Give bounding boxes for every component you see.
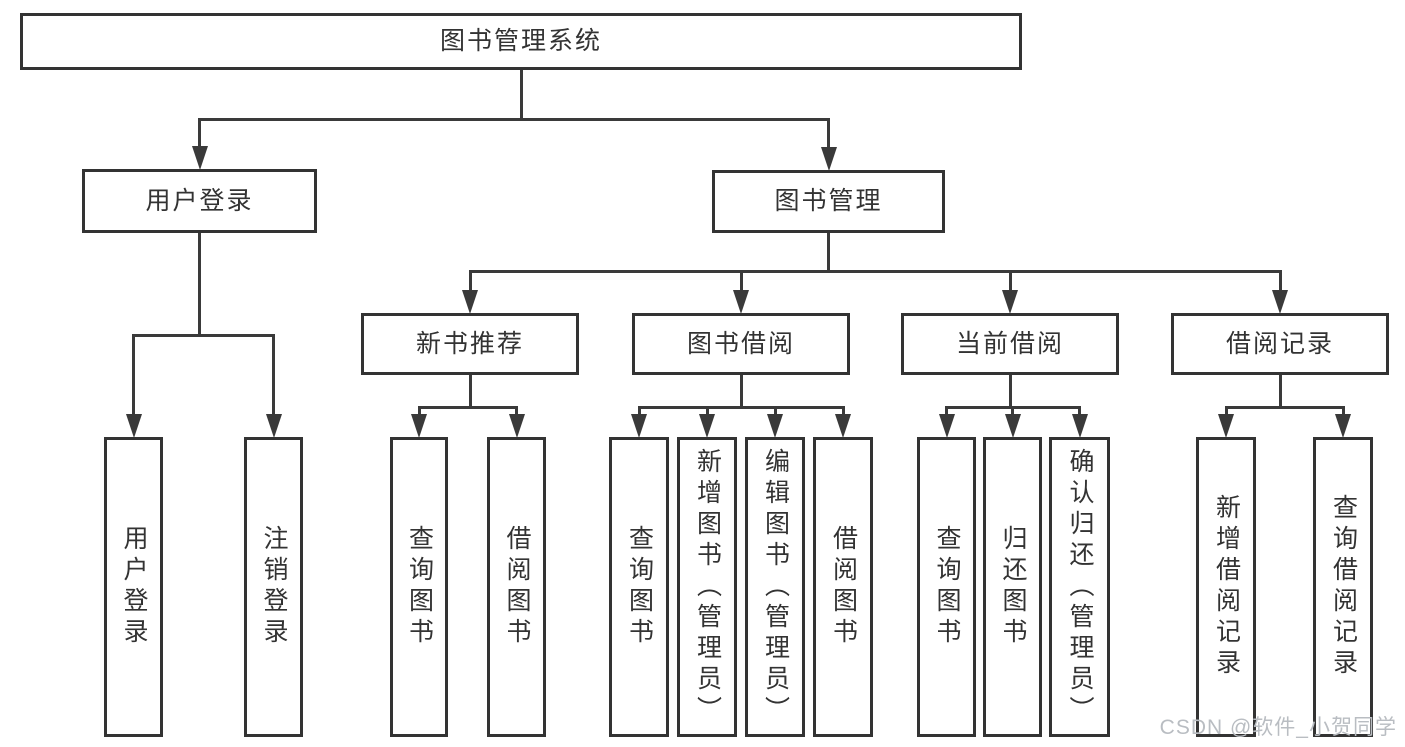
arrowhead-icon xyxy=(1004,414,1021,438)
connector-line xyxy=(519,69,523,121)
connector-line xyxy=(417,407,421,415)
arrowhead-icon xyxy=(820,147,837,171)
connector-line xyxy=(132,335,135,415)
node-current: 当前借阅 xyxy=(901,313,1119,375)
node-label: 用户登录 xyxy=(120,525,148,649)
connector-line xyxy=(773,407,777,415)
node-label: 图书管理系统 xyxy=(439,27,602,55)
node-bor-edit: 编辑图书（管理员） xyxy=(745,437,805,737)
connector-line xyxy=(637,407,641,415)
connector-line xyxy=(468,271,472,291)
arrowhead-icon xyxy=(699,414,715,438)
node-new-query: 查询图书 xyxy=(390,437,448,737)
arrowhead-icon xyxy=(1335,414,1351,438)
node-bor-add: 新增图书（管理员） xyxy=(677,437,737,737)
node-login-logout: 注销登录 xyxy=(244,437,303,737)
node-label: 归还图书 xyxy=(999,525,1027,649)
node-new-borrow: 借阅图书 xyxy=(487,437,546,737)
connector-line xyxy=(827,232,830,273)
node-label: 编辑图书（管理员） xyxy=(761,447,790,727)
node-label: 查询借阅记录 xyxy=(1329,494,1358,680)
connector-line xyxy=(1224,407,1228,415)
node-label: 新增图书（管理员） xyxy=(693,447,722,727)
connector-line xyxy=(1224,405,1345,409)
connector-line xyxy=(1278,374,1282,409)
node-bor-query: 查询图书 xyxy=(609,437,669,737)
node-label: 借阅图书 xyxy=(829,525,858,649)
node-label: 查询图书 xyxy=(405,525,434,649)
connector-line xyxy=(417,405,518,409)
arrowhead-icon xyxy=(508,414,525,438)
node-borrow: 图书借阅 xyxy=(632,313,850,375)
node-sys: 图书管理系统 xyxy=(20,13,1022,70)
connector-line xyxy=(198,119,201,147)
node-label: 借阅图书 xyxy=(503,525,531,649)
node-cur-return: 归还图书 xyxy=(983,437,1042,737)
arrowhead-icon xyxy=(767,414,783,438)
node-label: 查询图书 xyxy=(625,525,654,649)
connector-line xyxy=(841,407,845,415)
connector-line xyxy=(1278,271,1282,291)
connector-line xyxy=(739,271,743,291)
connector-line xyxy=(739,374,743,409)
connector-line xyxy=(1078,407,1081,415)
connector-line xyxy=(1008,374,1012,409)
watermark-text: CSDN @软件_小贺同学 xyxy=(1159,716,1397,739)
connector-line xyxy=(515,407,518,415)
node-rec-query: 查询借阅记录 xyxy=(1313,437,1373,737)
arrowhead-icon xyxy=(462,290,478,314)
node-label: 新增借阅记录 xyxy=(1212,494,1241,680)
arrowhead-icon xyxy=(191,146,208,170)
node-label: 当前借阅 xyxy=(955,329,1064,358)
node-cur-confirm: 确认归还（管理员） xyxy=(1049,437,1110,737)
node-label: 借阅记录 xyxy=(1225,329,1334,358)
node-bookmgmt: 图书管理 xyxy=(712,170,945,233)
arrowhead-icon xyxy=(1272,290,1288,314)
node-label: 用户登录 xyxy=(145,186,254,215)
arrowhead-icon xyxy=(938,414,955,438)
connector-line xyxy=(945,407,948,415)
node-label: 查询图书 xyxy=(933,525,961,649)
arrowhead-icon xyxy=(265,414,282,438)
node-rec-add: 新增借阅记录 xyxy=(1196,437,1256,737)
node-label: 图书借阅 xyxy=(686,329,795,358)
connector-line xyxy=(1341,407,1345,415)
connector-line xyxy=(1008,271,1012,291)
connector-line xyxy=(272,335,275,415)
arrowhead-icon xyxy=(733,290,749,314)
node-login-user: 用户登录 xyxy=(104,437,163,737)
node-label: 确认归还（管理员） xyxy=(1066,447,1094,727)
arrowhead-icon xyxy=(1002,290,1018,314)
connector-line xyxy=(468,269,1282,273)
connector-line xyxy=(827,119,830,148)
connector-line xyxy=(637,405,845,409)
connector-line xyxy=(198,232,201,337)
node-cur-query: 查询图书 xyxy=(917,437,976,737)
arrowhead-icon xyxy=(835,414,851,438)
node-bor-borrow: 借阅图书 xyxy=(813,437,873,737)
connector-line xyxy=(705,407,709,415)
node-records: 借阅记录 xyxy=(1171,313,1389,375)
arrowhead-icon xyxy=(1218,414,1234,438)
arrowhead-icon xyxy=(411,414,427,438)
arrowhead-icon xyxy=(125,414,142,438)
node-label: 新书推荐 xyxy=(415,329,524,358)
node-label: 注销登录 xyxy=(260,525,288,649)
connector-line xyxy=(198,117,830,121)
node-newbook: 新书推荐 xyxy=(361,313,579,375)
arrowhead-icon xyxy=(1071,414,1088,438)
arrowhead-icon xyxy=(631,414,647,438)
connector-line xyxy=(1011,407,1014,415)
node-login: 用户登录 xyxy=(82,169,317,233)
node-label: 图书管理 xyxy=(774,187,883,215)
connector-line xyxy=(132,333,275,337)
connector-line xyxy=(468,374,472,409)
